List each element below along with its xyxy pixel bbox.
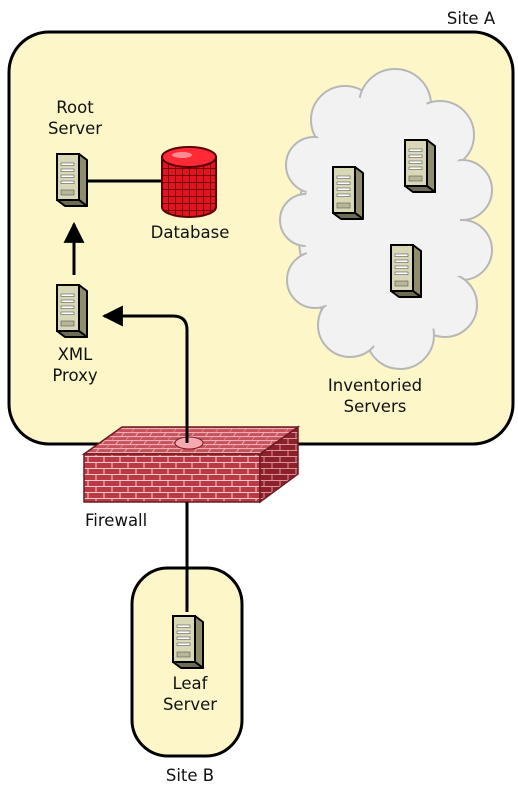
xml-proxy-label: XML Proxy: [52, 344, 97, 386]
firewall-label: Firewall: [85, 511, 148, 530]
firewall-icon: [81, 425, 301, 504]
inventoried-servers-label: Inventoried Servers: [328, 375, 422, 417]
root-server-label: Root Server: [48, 97, 102, 139]
root-server-label-line-2: Server: [47, 119, 103, 138]
xml-proxy-label-line-1: XML: [57, 345, 93, 364]
xml-proxy-label-line-2: Proxy: [52, 366, 98, 385]
leaf-server-icon: [172, 615, 204, 669]
site-b-label: Site B: [165, 766, 215, 785]
leaf-to-proxy-arrow: [101, 305, 189, 612]
leaf-server-label: Leaf Server: [163, 673, 217, 715]
xml-proxy-icon: [56, 284, 88, 338]
site-a-label: Site A: [446, 9, 496, 28]
database-icon: [161, 146, 217, 218]
root-server-label-line-1: Root: [56, 98, 94, 117]
leaf-server-label-line-2: Server: [162, 695, 218, 714]
root-server-icon: [56, 153, 88, 207]
inventoried-servers-label-line-1: Inventoried: [327, 376, 423, 395]
database-label: Database: [150, 223, 230, 242]
inventoried-server-1-icon: [332, 166, 364, 220]
inventoried-servers-label-line-2: Servers: [343, 397, 407, 416]
leaf-server-label-line-1: Leaf: [172, 674, 208, 693]
inventoried-server-3-icon: [390, 244, 422, 298]
inventoried-server-2-icon: [404, 139, 436, 193]
